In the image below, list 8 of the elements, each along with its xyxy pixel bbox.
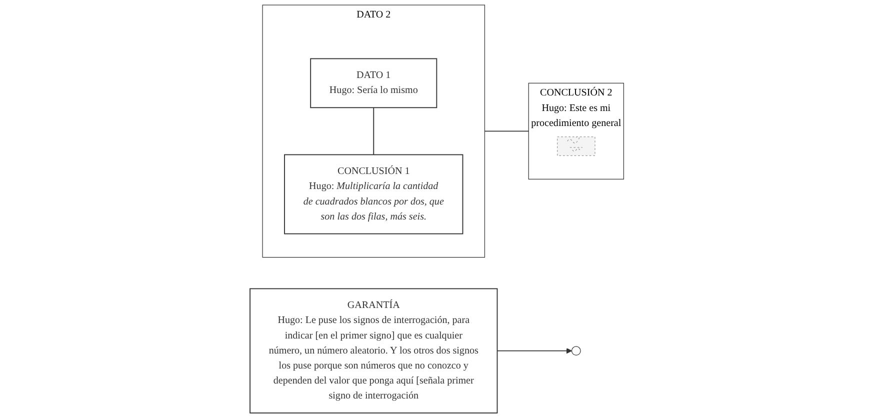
cluster: CONCLUSIÓN 2 Hugo: Este es mi procedimiento general [528,82,624,180]
connector [372,107,374,156]
handwriting-drawing [556,136,595,156]
node-box: CONCLUSIÓN 1 Hugo: Multiplicaría la cantidad de cuadrados blancos por dos, que son las dos filas, más seis. [284,154,463,234]
node-box: DATO 1 Hugo: Sería lo mismo [310,58,437,108]
arrow [496,348,572,354]
connector [484,130,529,132]
node-box: GARANTÍA Hugo: Le puse los signos de interrogación, para indicar [en el primer signo] que es cualquier número, un número aleatorio. Y los otros dos signos los puse porque son números que no conozco y dependen del valor que ponga aquí [señala primer signo de interrogación [249,288,498,414]
